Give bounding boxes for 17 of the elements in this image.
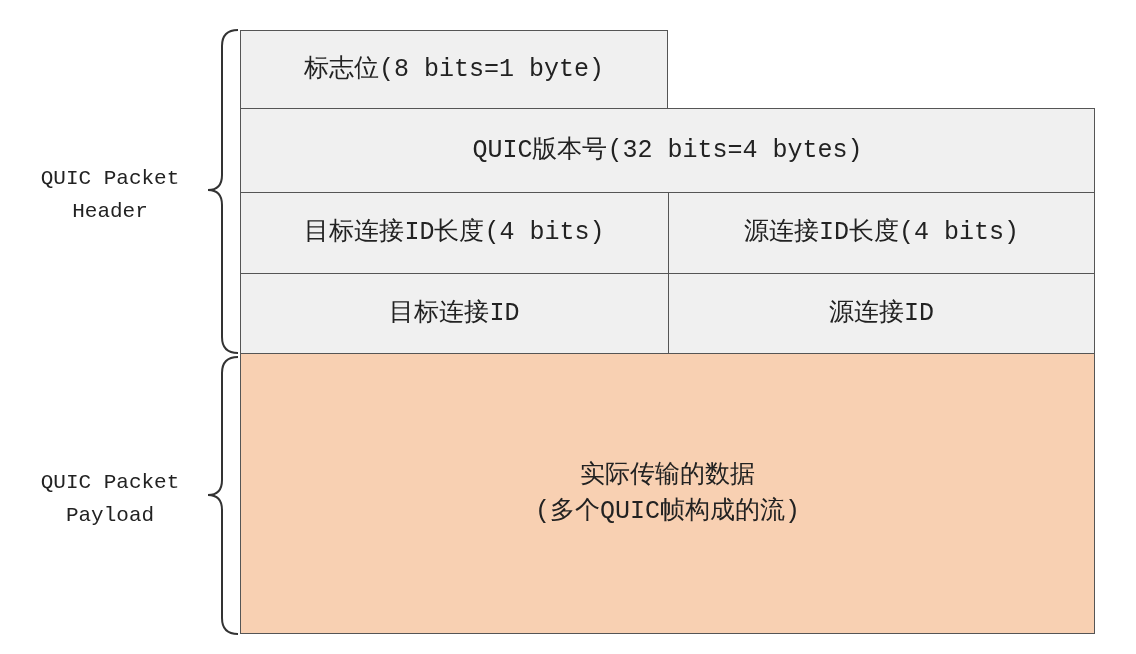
payload-box [240,353,1095,634]
field-label: 目标连接ID长度(4 bits) [304,217,605,249]
field-box [240,192,669,274]
field-label: 源连接ID [829,297,934,330]
section-label: QUIC Packet Payload [39,470,181,529]
field-label: 源连接ID长度(4 bits) [744,217,1019,249]
field-box [240,30,668,109]
field-box [668,192,1095,274]
field-box [240,108,1095,193]
field-label: 目标连接ID [389,297,520,330]
field-box [240,273,669,354]
field-box [668,273,1095,354]
field-label: QUIC版本号(32 bits=4 bytes) [472,134,863,167]
section-label: QUIC Packet Header [39,166,181,225]
field-label: (多个QUIC帧构成的流) [535,495,800,528]
field-label: 标志位(8 bits=1 byte) [303,53,604,86]
field-label: 实际传输的数据 [580,459,755,492]
